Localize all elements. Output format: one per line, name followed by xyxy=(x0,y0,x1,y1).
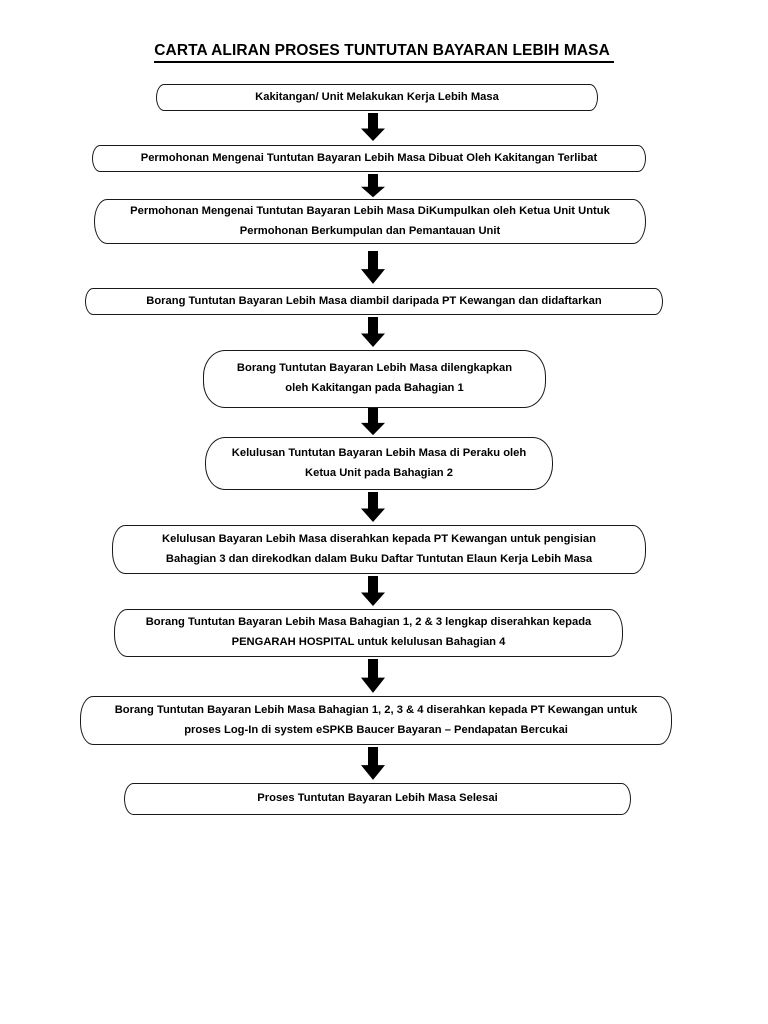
flow-node-10-line-1: Proses Tuntutan Bayaran Lebih Masa Seles… xyxy=(257,792,498,805)
flow-node-6-line-2: Ketua Unit pada Bahagian 2 xyxy=(305,466,453,479)
flow-arrow-4 xyxy=(360,317,386,348)
flow-node-7-line-1: Kelulusan Bayaran Lebih Masa diserahkan … xyxy=(162,532,596,545)
page-title-text: CARTA ALIRAN PROSES TUNTUTAN BAYARAN LEB… xyxy=(154,42,614,63)
flow-node-7-line-2: Bahagian 3 dan direkodkan dalam Buku Daf… xyxy=(165,552,593,565)
flow-node-9[interactable]: Borang Tuntutan Bayaran Lebih Masa Bahag… xyxy=(80,696,672,745)
flow-node-4[interactable]: Borang Tuntutan Bayaran Lebih Masa diamb… xyxy=(85,288,663,315)
flow-node-3[interactable]: Permohonan Mengenai Tuntutan Bayaran Leb… xyxy=(94,199,646,244)
flow-node-1-line-1: Kakitangan/ Unit Melakukan Kerja Lebih M… xyxy=(255,90,499,103)
flow-node-8[interactable]: Borang Tuntutan Bayaran Lebih Masa Bahag… xyxy=(114,609,623,657)
flow-node-7[interactable]: Kelulusan Bayaran Lebih Masa diserahkan … xyxy=(112,525,646,574)
flow-node-6-line-1: Kelulusan Tuntutan Bayaran Lebih Masa di… xyxy=(231,446,527,459)
flow-arrow-8 xyxy=(360,659,386,694)
flow-node-10[interactable]: Proses Tuntutan Bayaran Lebih Masa Seles… xyxy=(124,783,631,815)
page-title: CARTA ALIRAN PROSES TUNTUTAN BAYARAN LEB… xyxy=(0,42,768,63)
flow-node-2-line-1: Permohonan Mengenai Tuntutan Bayaran Leb… xyxy=(140,151,598,164)
flow-node-6[interactable]: Kelulusan Tuntutan Bayaran Lebih Masa di… xyxy=(205,437,553,490)
flow-arrow-3 xyxy=(360,251,386,285)
flow-node-1[interactable]: Kakitangan/ Unit Melakukan Kerja Lebih M… xyxy=(156,84,598,111)
flow-node-8-line-2: PENGARAH HOSPITAL untuk kelulusan Bahagi… xyxy=(231,636,506,648)
flow-node-9-line-1: Borang Tuntutan Bayaran Lebih Masa Bahag… xyxy=(114,703,638,716)
flow-node-5[interactable]: Borang Tuntutan Bayaran Lebih Masa dilen… xyxy=(203,350,546,408)
flow-arrow-5 xyxy=(360,408,386,436)
flow-node-5-line-2: oleh Kakitangan pada Bahagian 1 xyxy=(285,382,464,394)
flow-node-4-line-1: Borang Tuntutan Bayaran Lebih Masa diamb… xyxy=(146,294,602,307)
flow-node-2[interactable]: Permohonan Mengenai Tuntutan Bayaran Leb… xyxy=(92,145,646,172)
flow-node-8-line-1: Borang Tuntutan Bayaran Lebih Masa Bahag… xyxy=(145,616,592,629)
flow-arrow-9 xyxy=(360,747,386,781)
flow-arrow-2 xyxy=(360,174,386,198)
flow-arrow-6 xyxy=(360,492,386,523)
flow-node-5-line-1: Borang Tuntutan Bayaran Lebih Masa dilen… xyxy=(236,362,513,375)
flow-arrow-7 xyxy=(360,576,386,607)
flow-node-3-line-1: Permohonan Mengenai Tuntutan Bayaran Leb… xyxy=(130,204,610,217)
flow-node-9-line-2: proses Log-In di system eSPKB Baucer Bay… xyxy=(184,723,568,736)
flow-node-3-line-2: Permohonan Berkumpulan dan Pemantauan Un… xyxy=(239,224,501,237)
flow-arrow-1 xyxy=(360,113,386,142)
